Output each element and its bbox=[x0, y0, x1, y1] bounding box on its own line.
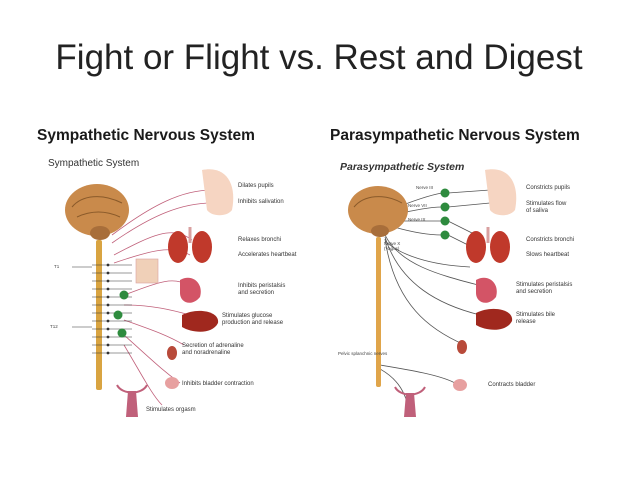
effect-contracts-bladder: Contracts bladder bbox=[488, 382, 536, 388]
effect-stimulates-glucose: Stimulates glucose production and releas… bbox=[222, 313, 284, 326]
effect-slows-heartbeat: Slows heartbeat bbox=[526, 252, 570, 258]
lungs bbox=[168, 227, 212, 263]
skin-patch bbox=[135, 258, 159, 284]
stomach bbox=[476, 277, 497, 303]
sympathetic-illustration bbox=[65, 169, 234, 417]
sympathetic-heading: Sympathetic Nervous System bbox=[37, 127, 255, 144]
sympathetic-ganglia bbox=[113, 290, 129, 338]
uterus bbox=[116, 384, 148, 417]
uterus bbox=[394, 386, 426, 417]
bladder bbox=[453, 379, 467, 391]
spine-label-t1: T1 bbox=[54, 264, 60, 269]
effect-dilates-pupils: Dilates pupils bbox=[238, 183, 274, 189]
parasympathetic-panel-title: Parasympathetic System bbox=[340, 161, 465, 173]
sympathetic-diagram: Sympathetic System T1 T12 Dilates pupils… bbox=[42, 155, 310, 425]
effect-inhibits-bladder: Inhibits bladder contraction bbox=[182, 381, 254, 387]
brain bbox=[65, 184, 129, 240]
kidney bbox=[167, 346, 177, 360]
sympathetic-panel-title: Sympathetic System bbox=[48, 158, 140, 169]
face bbox=[485, 169, 517, 216]
effect-secretion-adrenaline: Secretion of adrenaline and noradrenalin… bbox=[182, 343, 244, 356]
effect-stimulates-peristalsis: Stimulates peristalsis and secretion bbox=[516, 282, 573, 295]
parasympathetic-heading: Parasympathetic Nervous System bbox=[330, 127, 580, 144]
effect-inhibits-salivation: Inhibits salivation bbox=[238, 199, 284, 205]
effect-stimulates-bile: Stimulates bile release bbox=[516, 312, 556, 325]
spine-label-t12: T12 bbox=[50, 324, 58, 329]
effect-constricts-pupils: Constricts pupils bbox=[526, 185, 571, 191]
effect-stimulates-orgasm: Stimulates orgasm bbox=[146, 407, 196, 413]
brain bbox=[348, 186, 408, 237]
bladder bbox=[165, 377, 179, 389]
lungs bbox=[466, 227, 510, 263]
effect-constricts-bronchi: Constricts bronchi bbox=[526, 237, 575, 243]
effect-relaxes-bronchi: Relaxes bronchi bbox=[238, 237, 282, 243]
effect-inhibits-peristalsis: Inhibits peristalsis and secretion bbox=[238, 283, 286, 296]
stomach bbox=[180, 277, 201, 303]
spinal-cord bbox=[72, 240, 132, 390]
nerve-label-iii: Nerve III bbox=[416, 185, 434, 190]
face bbox=[202, 169, 234, 216]
effect-accelerates-heartbeat: Accelerates heartbeat bbox=[238, 252, 297, 258]
slide-title: Fight or Flight vs. Rest and Digest bbox=[55, 38, 583, 77]
nerve-label-pelvic: Pelvic splanchnic nerves bbox=[338, 351, 388, 356]
nerve-label-ix: Nerve IX bbox=[408, 217, 426, 222]
nerve-label-vii: Nerve VII bbox=[408, 203, 427, 208]
liver bbox=[476, 308, 513, 330]
liver bbox=[182, 310, 219, 332]
nerve-label-x: Nerve X (Vagus) bbox=[384, 241, 401, 251]
parasympathetic-ganglia bbox=[440, 188, 450, 240]
kidney bbox=[457, 340, 467, 354]
parasympathetic-diagram: Parasympathetic System Nerve III Nerve V… bbox=[330, 155, 598, 425]
effect-stimulates-saliva: Stimulates flow of saliva bbox=[526, 201, 567, 214]
spinal-cord bbox=[376, 237, 381, 387]
parasympathetic-illustration bbox=[348, 169, 517, 417]
